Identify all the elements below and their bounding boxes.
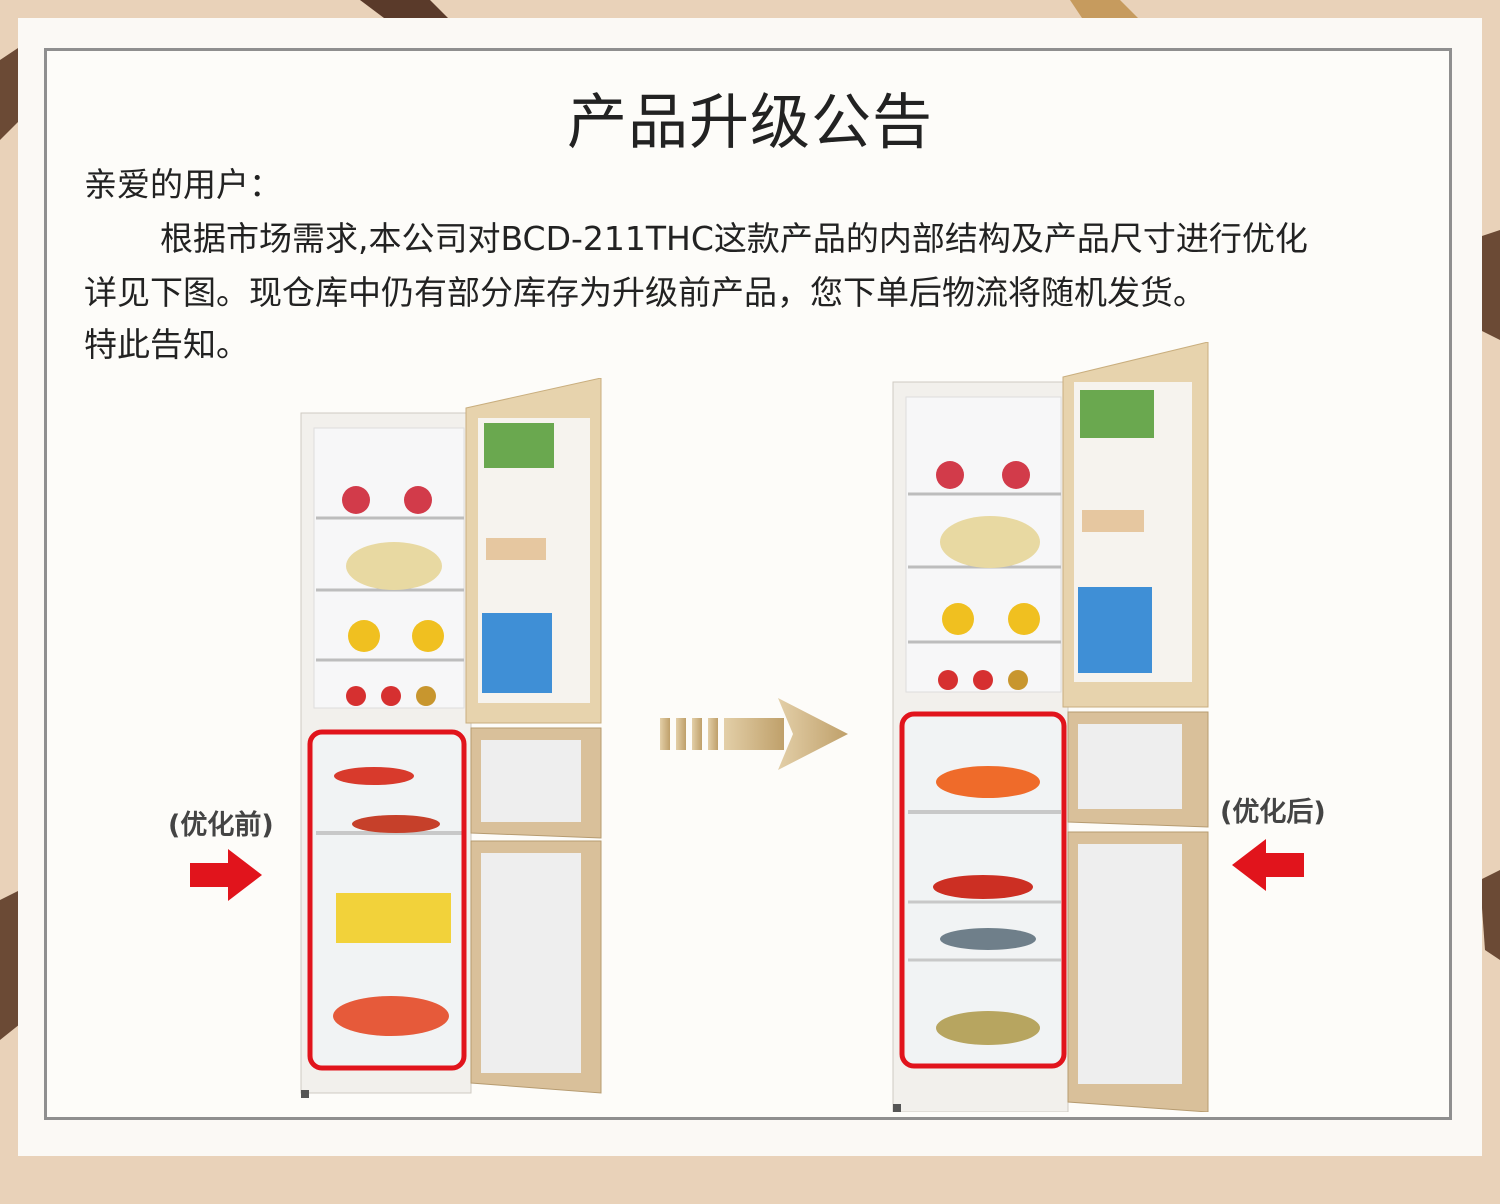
paragraph-line-3: 特此告知。 [84, 325, 249, 364]
notice-border [44, 48, 1452, 1120]
fridge-before-image [300, 378, 602, 1098]
paragraph-line-2: 详见下图。现仓库中仍有部分库存为升级前产品，您下单后物流将随机发货。 [84, 273, 1206, 312]
page-title: 产品升级公告 [567, 88, 933, 158]
greeting-text: 亲爱的用户： [84, 165, 282, 204]
transition-arrow-icon [660, 698, 848, 770]
before-label: (优化前) [168, 810, 274, 841]
fridge-after-image [892, 342, 1209, 1112]
arrow-right-icon [190, 849, 262, 901]
paragraph-line-1: 根据市场需求,本公司对BCD-211THC这款产品的内部结构及产品尺寸进行优化 [160, 219, 1308, 258]
after-label: (优化后) [1220, 797, 1326, 828]
arrow-left-icon [1232, 839, 1304, 891]
